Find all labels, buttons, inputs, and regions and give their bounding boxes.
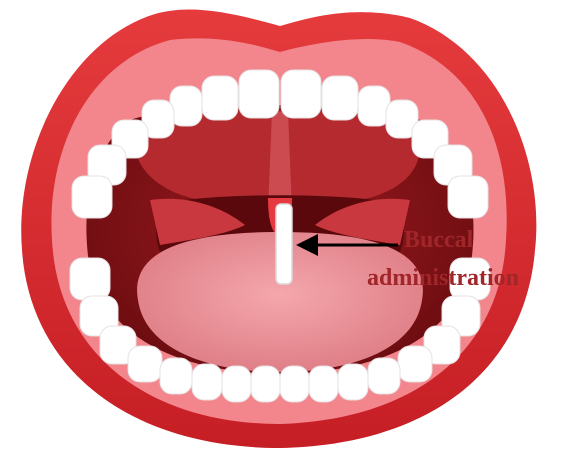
label-administration: administration	[367, 263, 519, 293]
buccal-tablet	[276, 204, 292, 284]
label-buccal: Buccal	[404, 225, 473, 255]
